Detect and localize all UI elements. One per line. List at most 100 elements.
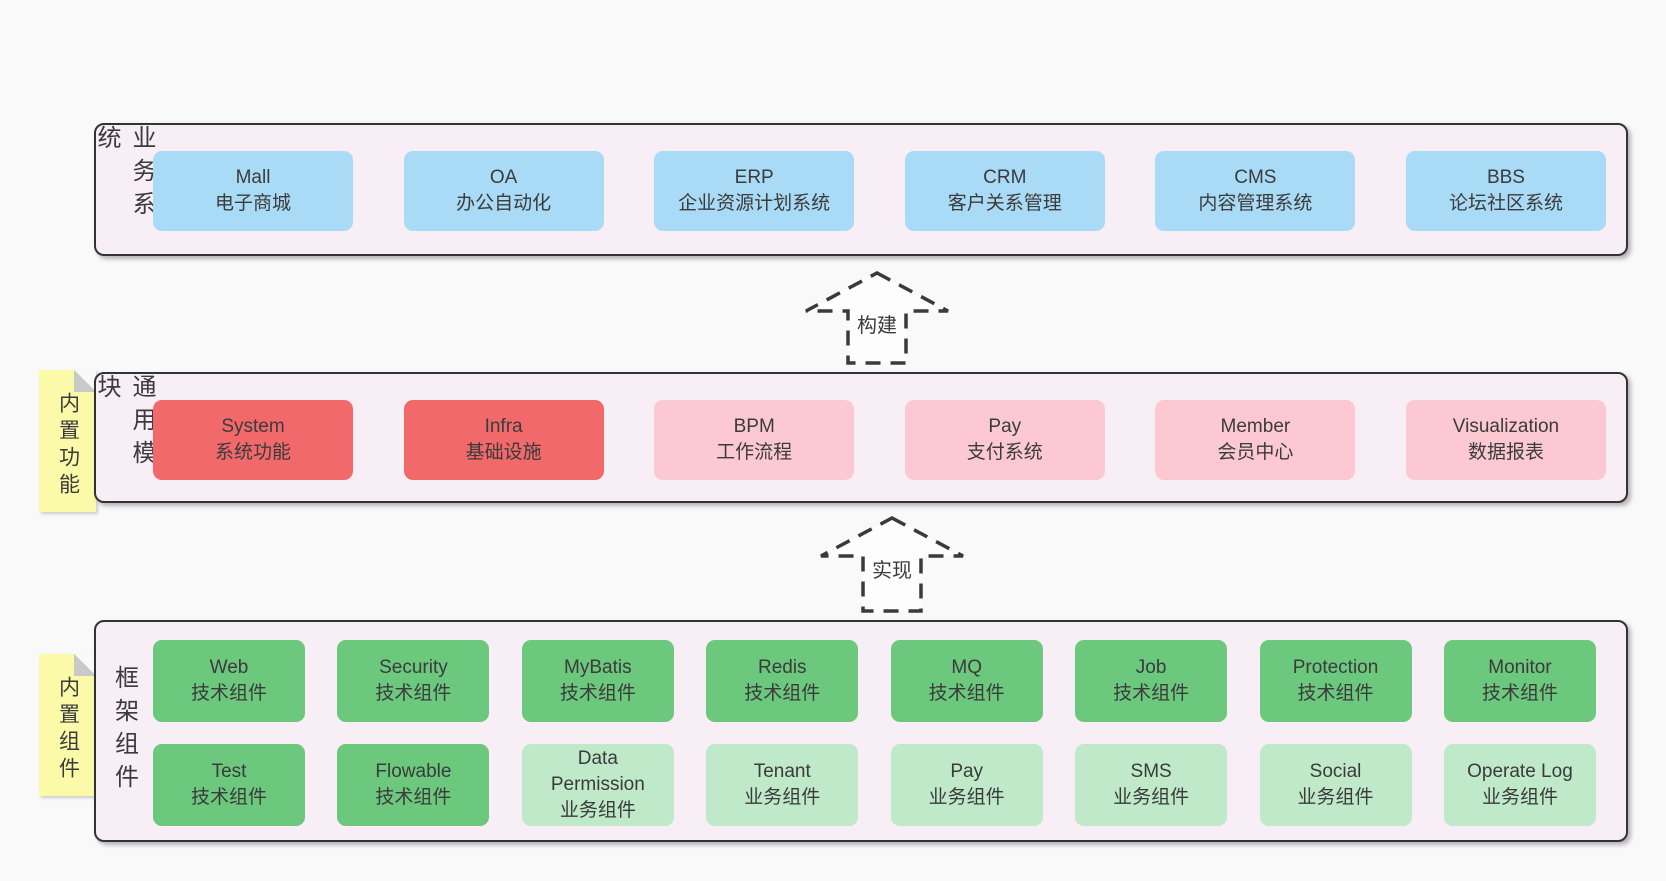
sticky-note-label: 内置功能 <box>56 392 80 500</box>
box-sms: SMS 业务组件 <box>1075 744 1228 826</box>
components-box-row-2: Test 技术组件 Flowable 技术组件 Data Permission … <box>153 744 1596 826</box>
components-box-row-1: Web 技术组件 Security 技术组件 MyBatis 技术组件 Redi… <box>153 640 1596 722</box>
box-title: Mall <box>235 167 271 188</box>
box-title: Flowable <box>375 761 452 782</box>
box-flowable: Flowable 技术组件 <box>337 744 490 826</box>
box-subtitle: 支付系统 <box>966 442 1043 463</box>
box-title: System <box>221 416 285 437</box>
business-box-row: Mall 电子商城 OA 办公自动化 ERP 企业资源计划系统 CRM 客户关系… <box>153 151 1606 231</box>
box-title: ERP <box>734 167 774 188</box>
box-subtitle: 工作流程 <box>716 442 793 463</box>
box-subtitle: 电子商城 <box>214 193 291 214</box>
box-title: Pay <box>950 761 984 782</box>
box-subtitle: 技术组件 <box>190 787 267 808</box>
box-mall: Mall 电子商城 <box>153 151 353 231</box>
box-subtitle: 技术组件 <box>1113 683 1190 704</box>
box-web: Web 技术组件 <box>153 640 305 722</box>
sticky-note-builtin-features: 内置功能 <box>39 370 96 512</box>
box-subtitle: 业务组件 <box>1113 787 1190 808</box>
box-social: Social 业务组件 <box>1259 744 1412 826</box>
box-redis: Redis 技术组件 <box>706 640 859 722</box>
box-subtitle: 业务组件 <box>1297 787 1374 808</box>
box-tenant: Tenant 业务组件 <box>706 744 859 826</box>
box-title: Visualization <box>1452 416 1560 437</box>
box-title: Infra <box>484 416 523 437</box>
box-title: MQ <box>951 657 982 678</box>
box-subtitle: 技术组件 <box>928 683 1005 704</box>
sticky-note-label: 内置组件 <box>56 676 80 784</box>
up-arrow-icon: 实现 <box>820 516 964 613</box>
box-title: Member <box>1220 416 1291 437</box>
box-title: Redis <box>757 657 807 678</box>
box-monitor: Monitor 技术组件 <box>1443 640 1596 722</box>
layer-side-label: 业务系统 <box>93 125 155 224</box>
box-operate-log: Operate Log 业务组件 <box>1443 744 1596 826</box>
box-data-permission: Data Permission 业务组件 <box>521 744 674 826</box>
box-subtitle: 内容管理系统 <box>1198 193 1313 214</box>
folded-corner-icon <box>74 370 96 392</box>
box-title: Job <box>1135 657 1167 678</box>
box-title: BPM <box>733 416 775 437</box>
box-member: Member 会员中心 <box>1155 400 1356 480</box>
box-subtitle: 业务组件 <box>744 787 821 808</box>
box-erp: ERP 企业资源计划系统 <box>654 151 855 231</box>
box-security: Security 技术组件 <box>337 640 490 722</box>
box-subtitle: 会员中心 <box>1217 442 1294 463</box>
box-subtitle: 系统功能 <box>214 442 291 463</box>
layer-side-label: 框架组件 <box>110 665 138 797</box>
box-title: CRM <box>983 167 1027 188</box>
box-job: Job 技术组件 <box>1075 640 1228 722</box>
box-subtitle: 技术组件 <box>375 787 452 808</box>
layer-business-systems: 业务系统 Mall 电子商城 OA 办公自动化 ERP 企业资源计划系统 CRM… <box>93 123 1628 256</box>
up-arrow-icon: 构建 <box>805 271 949 365</box>
arrow-implement: 实现 <box>817 515 967 614</box>
box-cms: CMS 内容管理系统 <box>1155 151 1356 231</box>
box-oa: OA 办公自动化 <box>403 151 604 231</box>
box-bbs: BBS 论坛社区系统 <box>1405 151 1606 231</box>
box-subtitle: 技术组件 <box>1297 683 1374 704</box>
box-pay-system: Pay 支付系统 <box>904 400 1105 480</box>
box-subtitle: 业务组件 <box>559 800 636 821</box>
box-pay-component: Pay 业务组件 <box>890 744 1043 826</box>
box-subtitle: 业务组件 <box>1481 787 1558 808</box>
arrow-label: 构建 <box>857 314 897 337</box>
box-subtitle: 客户关系管理 <box>947 193 1062 214</box>
box-title: Monitor <box>1488 657 1552 678</box>
box-mq: MQ 技术组件 <box>890 640 1043 722</box>
box-title: OA <box>489 167 518 188</box>
box-title: Data Permission <box>550 748 645 795</box>
box-title: SMS <box>1130 761 1172 782</box>
modules-box-row: System 系统功能 Infra 基础设施 BPM 工作流程 Pay 支付系统… <box>153 400 1606 480</box>
box-title: Web <box>209 657 249 678</box>
arrow-build: 构建 <box>802 270 952 366</box>
layer-common-modules: 通用模块 System 系统功能 Infra 基础设施 BPM 工作流程 Pay… <box>93 372 1628 503</box>
box-subtitle: 论坛社区系统 <box>1448 193 1563 214</box>
box-subtitle: 企业资源计划系统 <box>678 193 831 214</box>
box-subtitle: 技术组件 <box>375 683 452 704</box>
box-subtitle: 技术组件 <box>744 683 821 704</box>
box-visualization: Visualization 数据报表 <box>1405 400 1606 480</box>
box-subtitle: 业务组件 <box>928 787 1005 808</box>
box-title: MyBatis <box>564 657 632 678</box>
box-title: Test <box>211 761 247 782</box>
box-title: Security <box>379 657 448 678</box>
box-subtitle: 数据报表 <box>1467 442 1544 463</box>
layer-side-label: 通用模块 <box>93 374 155 473</box>
layer-framework-components: 框架组件 Web 技术组件 Security 技术组件 MyBatis 技术组件… <box>94 620 1628 842</box>
box-test: Test 技术组件 <box>153 744 305 826</box>
box-title: Social <box>1309 761 1362 782</box>
box-bpm: BPM 工作流程 <box>654 400 855 480</box>
arrow-label: 实现 <box>872 559 912 582</box>
sticky-note-builtin-components: 内置组件 <box>39 654 96 796</box>
box-title: CMS <box>1234 167 1277 188</box>
folded-corner-icon <box>74 654 96 676</box>
box-title: BBS <box>1486 167 1525 188</box>
box-title: Operate Log <box>1467 761 1573 782</box>
box-subtitle: 技术组件 <box>559 683 636 704</box>
box-infra: Infra 基础设施 <box>403 400 604 480</box>
box-subtitle: 技术组件 <box>1481 683 1558 704</box>
box-subtitle: 技术组件 <box>190 683 267 704</box>
box-mybatis: MyBatis 技术组件 <box>521 640 674 722</box>
box-title: Tenant <box>753 761 811 782</box>
